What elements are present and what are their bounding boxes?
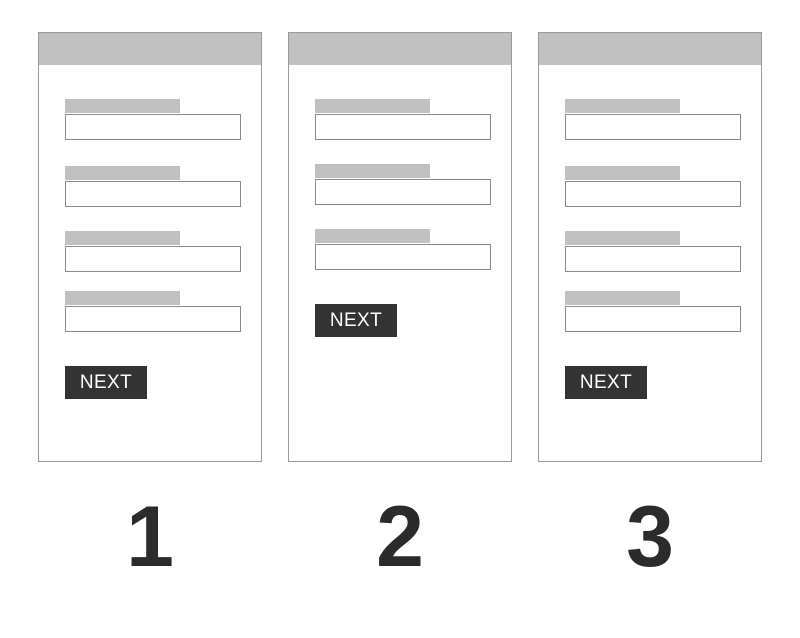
form-field-group [565,291,741,332]
form-field-group [65,231,241,272]
field-label-placeholder-bar [565,231,680,245]
form-field-group [65,291,241,332]
step-number-1: 1 [126,489,174,585]
form-field-group [65,166,241,207]
next-button[interactable]: NEXT [315,304,397,337]
form-field-group [315,229,491,270]
screen-panel-step-3: NEXT [538,32,762,462]
form-field-group [565,99,741,140]
field-input[interactable] [65,181,241,207]
form-field-group [565,231,741,272]
field-label-placeholder-bar [315,229,430,243]
field-label-placeholder-bar [565,99,680,113]
field-input[interactable] [565,246,741,272]
field-input[interactable] [315,244,491,270]
field-label-placeholder-bar [65,231,180,245]
field-label-placeholder-bar [65,291,180,305]
step-number-2: 2 [376,489,424,585]
step-number-3: 3 [626,489,674,585]
field-label-placeholder-bar [65,99,180,113]
field-label-placeholder-bar [315,99,430,113]
screen-panel-step-1: NEXT [38,32,262,462]
field-input[interactable] [65,114,241,140]
screen-panel-step-2: NEXT [288,32,512,462]
form-field-group [315,99,491,140]
field-input[interactable] [565,114,741,140]
field-input[interactable] [315,114,491,140]
panel-header-bar [39,33,261,65]
field-label-placeholder-bar [315,164,430,178]
field-label-placeholder-bar [565,291,680,305]
field-input[interactable] [315,179,491,205]
field-input[interactable] [65,306,241,332]
field-input[interactable] [565,181,741,207]
field-label-placeholder-bar [565,166,680,180]
field-label-placeholder-bar [65,166,180,180]
field-input[interactable] [565,306,741,332]
form-field-group [565,166,741,207]
field-input[interactable] [65,246,241,272]
panel-header-bar [289,33,511,65]
next-button[interactable]: NEXT [65,366,147,399]
form-field-group [315,164,491,205]
panel-header-bar [539,33,761,65]
next-button[interactable]: NEXT [565,366,647,399]
form-field-group [65,99,241,140]
